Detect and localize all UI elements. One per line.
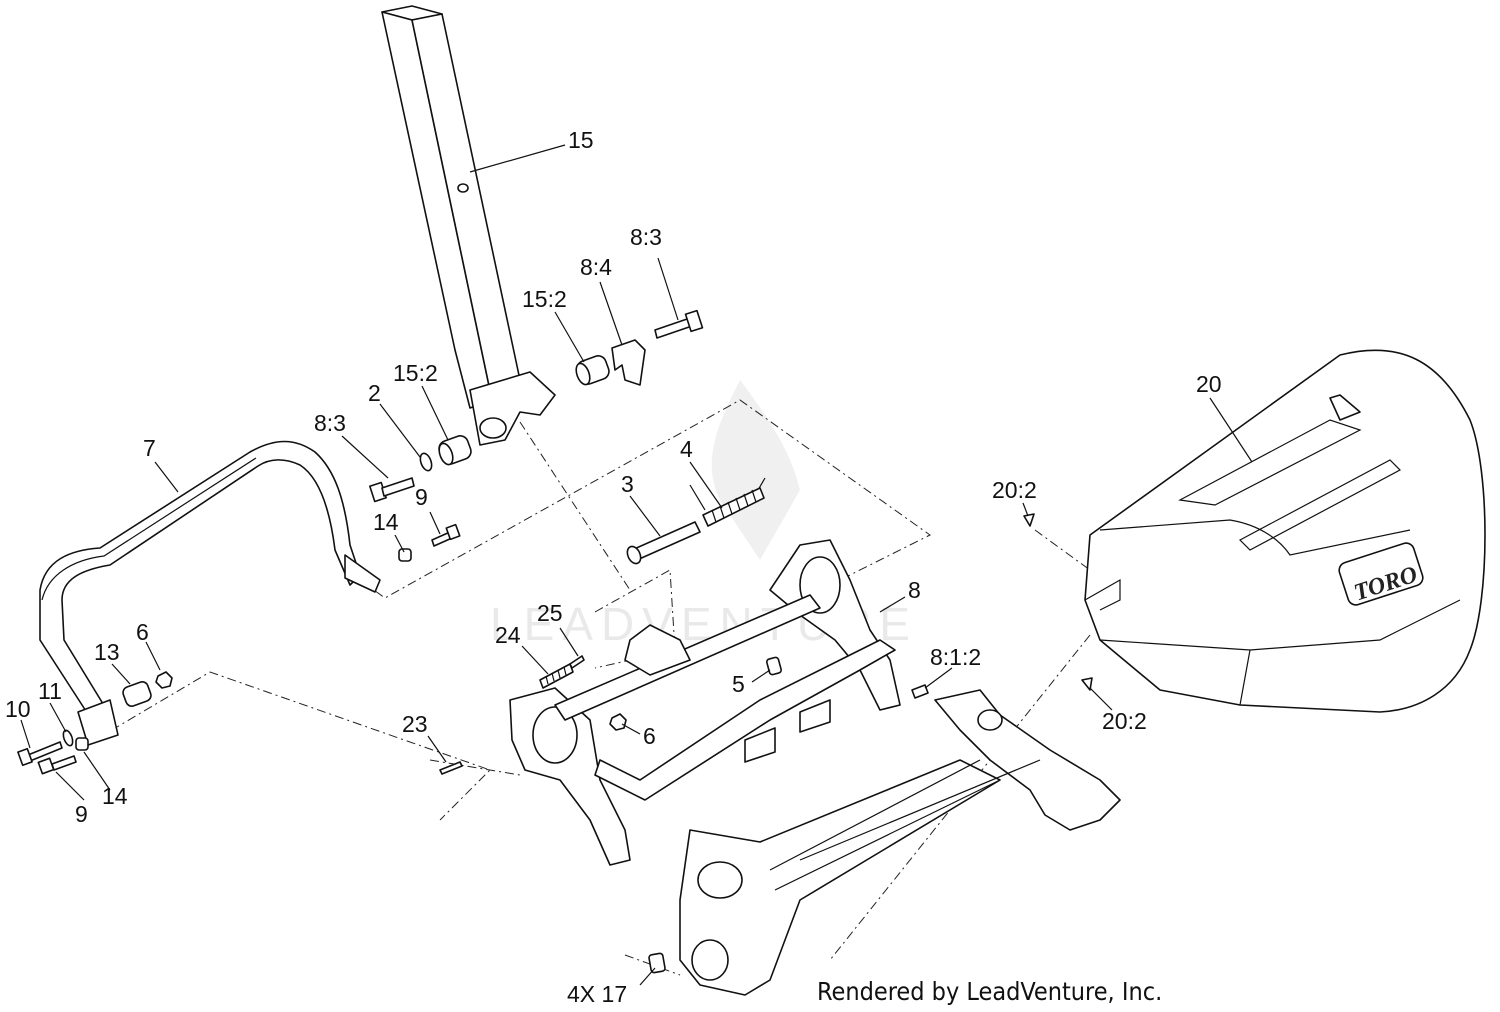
callout-8-1-2: 8:1:2 — [930, 644, 981, 670]
bolt-8-3-top — [654, 309, 704, 339]
callout-11: 11 — [38, 678, 62, 704]
render-credit: Rendered by LeadVenture, Inc. — [817, 977, 1162, 1006]
callout-14-lower: 14 — [102, 783, 128, 809]
screw-9-upper — [431, 523, 461, 547]
callout-14-upper: 14 — [373, 509, 399, 535]
callout-23: 23 — [402, 711, 428, 737]
spring-part-24 — [539, 663, 574, 689]
steering-column-part-15 — [381, 5, 556, 446]
bushing-15-2-right — [575, 355, 610, 386]
callout-5: 5 — [732, 671, 745, 697]
plate-8-4 — [611, 339, 646, 386]
callout-20-2-upper: 20:2 — [992, 477, 1037, 503]
callout-6-center: 6 — [643, 723, 656, 749]
weight-part-20: TORO — [1084, 349, 1486, 713]
bolt-17 — [648, 952, 666, 974]
callout-4x-17: 4X 17 — [567, 981, 627, 1007]
callout-3: 3 — [621, 471, 634, 497]
bolt-10 — [17, 741, 63, 767]
callout-9-lower: 9 — [75, 801, 88, 827]
bushing-15-2-left — [438, 435, 472, 466]
callout-13: 13 — [94, 639, 120, 665]
callout-2: 2 — [368, 380, 381, 406]
screw-20-2-lower — [1081, 677, 1093, 691]
leader-lines — [20, 144, 1253, 986]
callout-8-4: 8:4 — [580, 254, 612, 280]
lower-chassis — [679, 689, 1121, 996]
screw-20-2-upper — [1023, 513, 1035, 527]
callout-25: 25 — [537, 600, 563, 626]
assembly-dash-lines — [94, 399, 1091, 976]
callout-8-3-top: 8:3 — [630, 224, 662, 250]
callout-8: 8 — [908, 577, 921, 603]
callout-7: 7 — [143, 435, 156, 461]
callout-4: 4 — [680, 436, 693, 462]
nut-6-left — [155, 671, 173, 689]
callout-15-2-right: 15:2 — [522, 286, 567, 312]
spacer-13 — [122, 681, 152, 707]
frame-part-8 — [509, 539, 901, 866]
fitting-8-1-2 — [911, 684, 929, 699]
callout-24: 24 — [495, 622, 521, 648]
callout-15-2-left: 15:2 — [393, 360, 438, 386]
bushing-14-upper — [398, 548, 412, 562]
callout-20-2-lower: 20:2 — [1102, 708, 1147, 734]
screw-9-lower — [37, 755, 77, 775]
nut-6-center — [609, 713, 627, 731]
callout-8-3-left: 8:3 — [314, 410, 346, 436]
bushing-14-lower — [75, 737, 89, 751]
pin-part-25 — [569, 655, 585, 669]
roll-pin-part-23 — [439, 761, 463, 775]
handle-bar-part-7 — [39, 440, 381, 746]
bolt-8-3-left — [369, 477, 415, 503]
washer-2 — [419, 452, 433, 472]
pin-part-3 — [626, 521, 701, 565]
callout-labels: 15 8:3 8:4 15:2 15:2 2 8:3 7 4 3 9 14 20… — [5, 127, 1222, 1007]
spring-part-4 — [689, 477, 766, 527]
callout-15: 15 — [568, 127, 594, 153]
callout-10: 10 — [5, 696, 31, 722]
callout-9-upper: 9 — [415, 484, 428, 510]
callout-20: 20 — [1196, 371, 1222, 397]
callout-6-left: 6 — [136, 619, 149, 645]
washer-11 — [62, 729, 74, 747]
stud-part-5 — [766, 656, 782, 676]
